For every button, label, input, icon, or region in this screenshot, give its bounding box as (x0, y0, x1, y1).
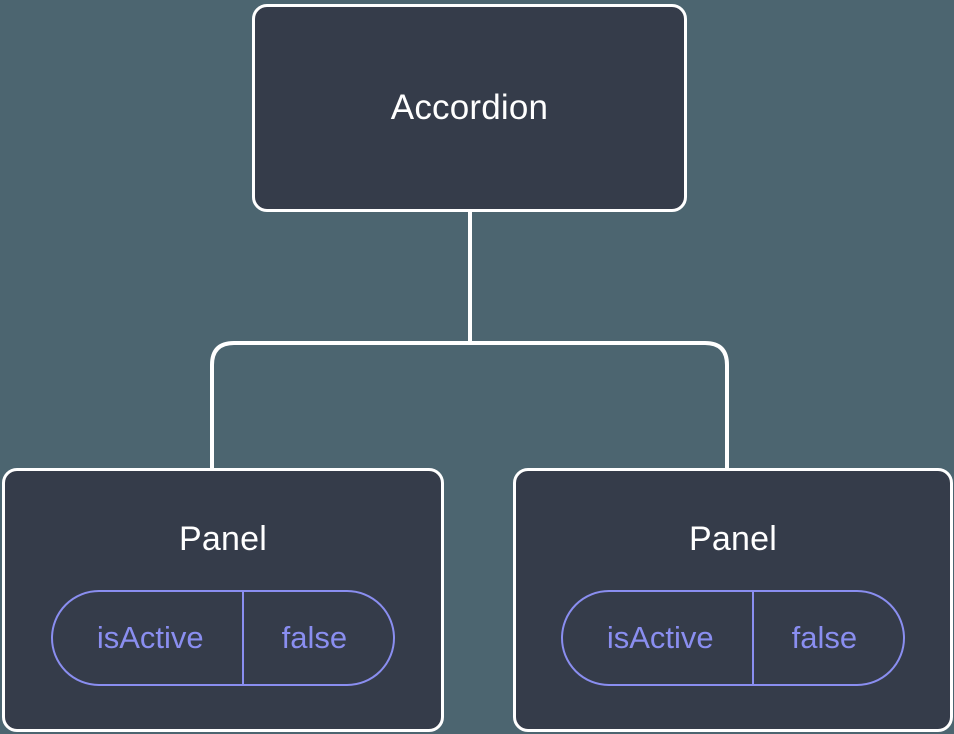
node-panel-right[interactable]: Panel isActive false (513, 468, 953, 732)
node-panel-left[interactable]: Panel isActive false (2, 468, 444, 732)
prop-key-panel-right: isActive (606, 620, 714, 655)
prop-pill-panel-left[interactable]: isActive false (50, 590, 396, 686)
prop-pill-panel-right[interactable]: isActive false (560, 590, 906, 686)
prop-key-panel-left: isActive (96, 620, 204, 655)
node-panel-right-label: Panel (689, 520, 777, 558)
prop-value-panel-right: false (751, 592, 903, 684)
edge-root-to-panels (210, 208, 729, 470)
node-panel-left-label: Panel (179, 520, 267, 558)
node-accordion-label: Accordion (390, 88, 549, 127)
prop-value-panel-left: false (241, 592, 393, 684)
node-accordion[interactable]: Accordion (252, 4, 687, 212)
